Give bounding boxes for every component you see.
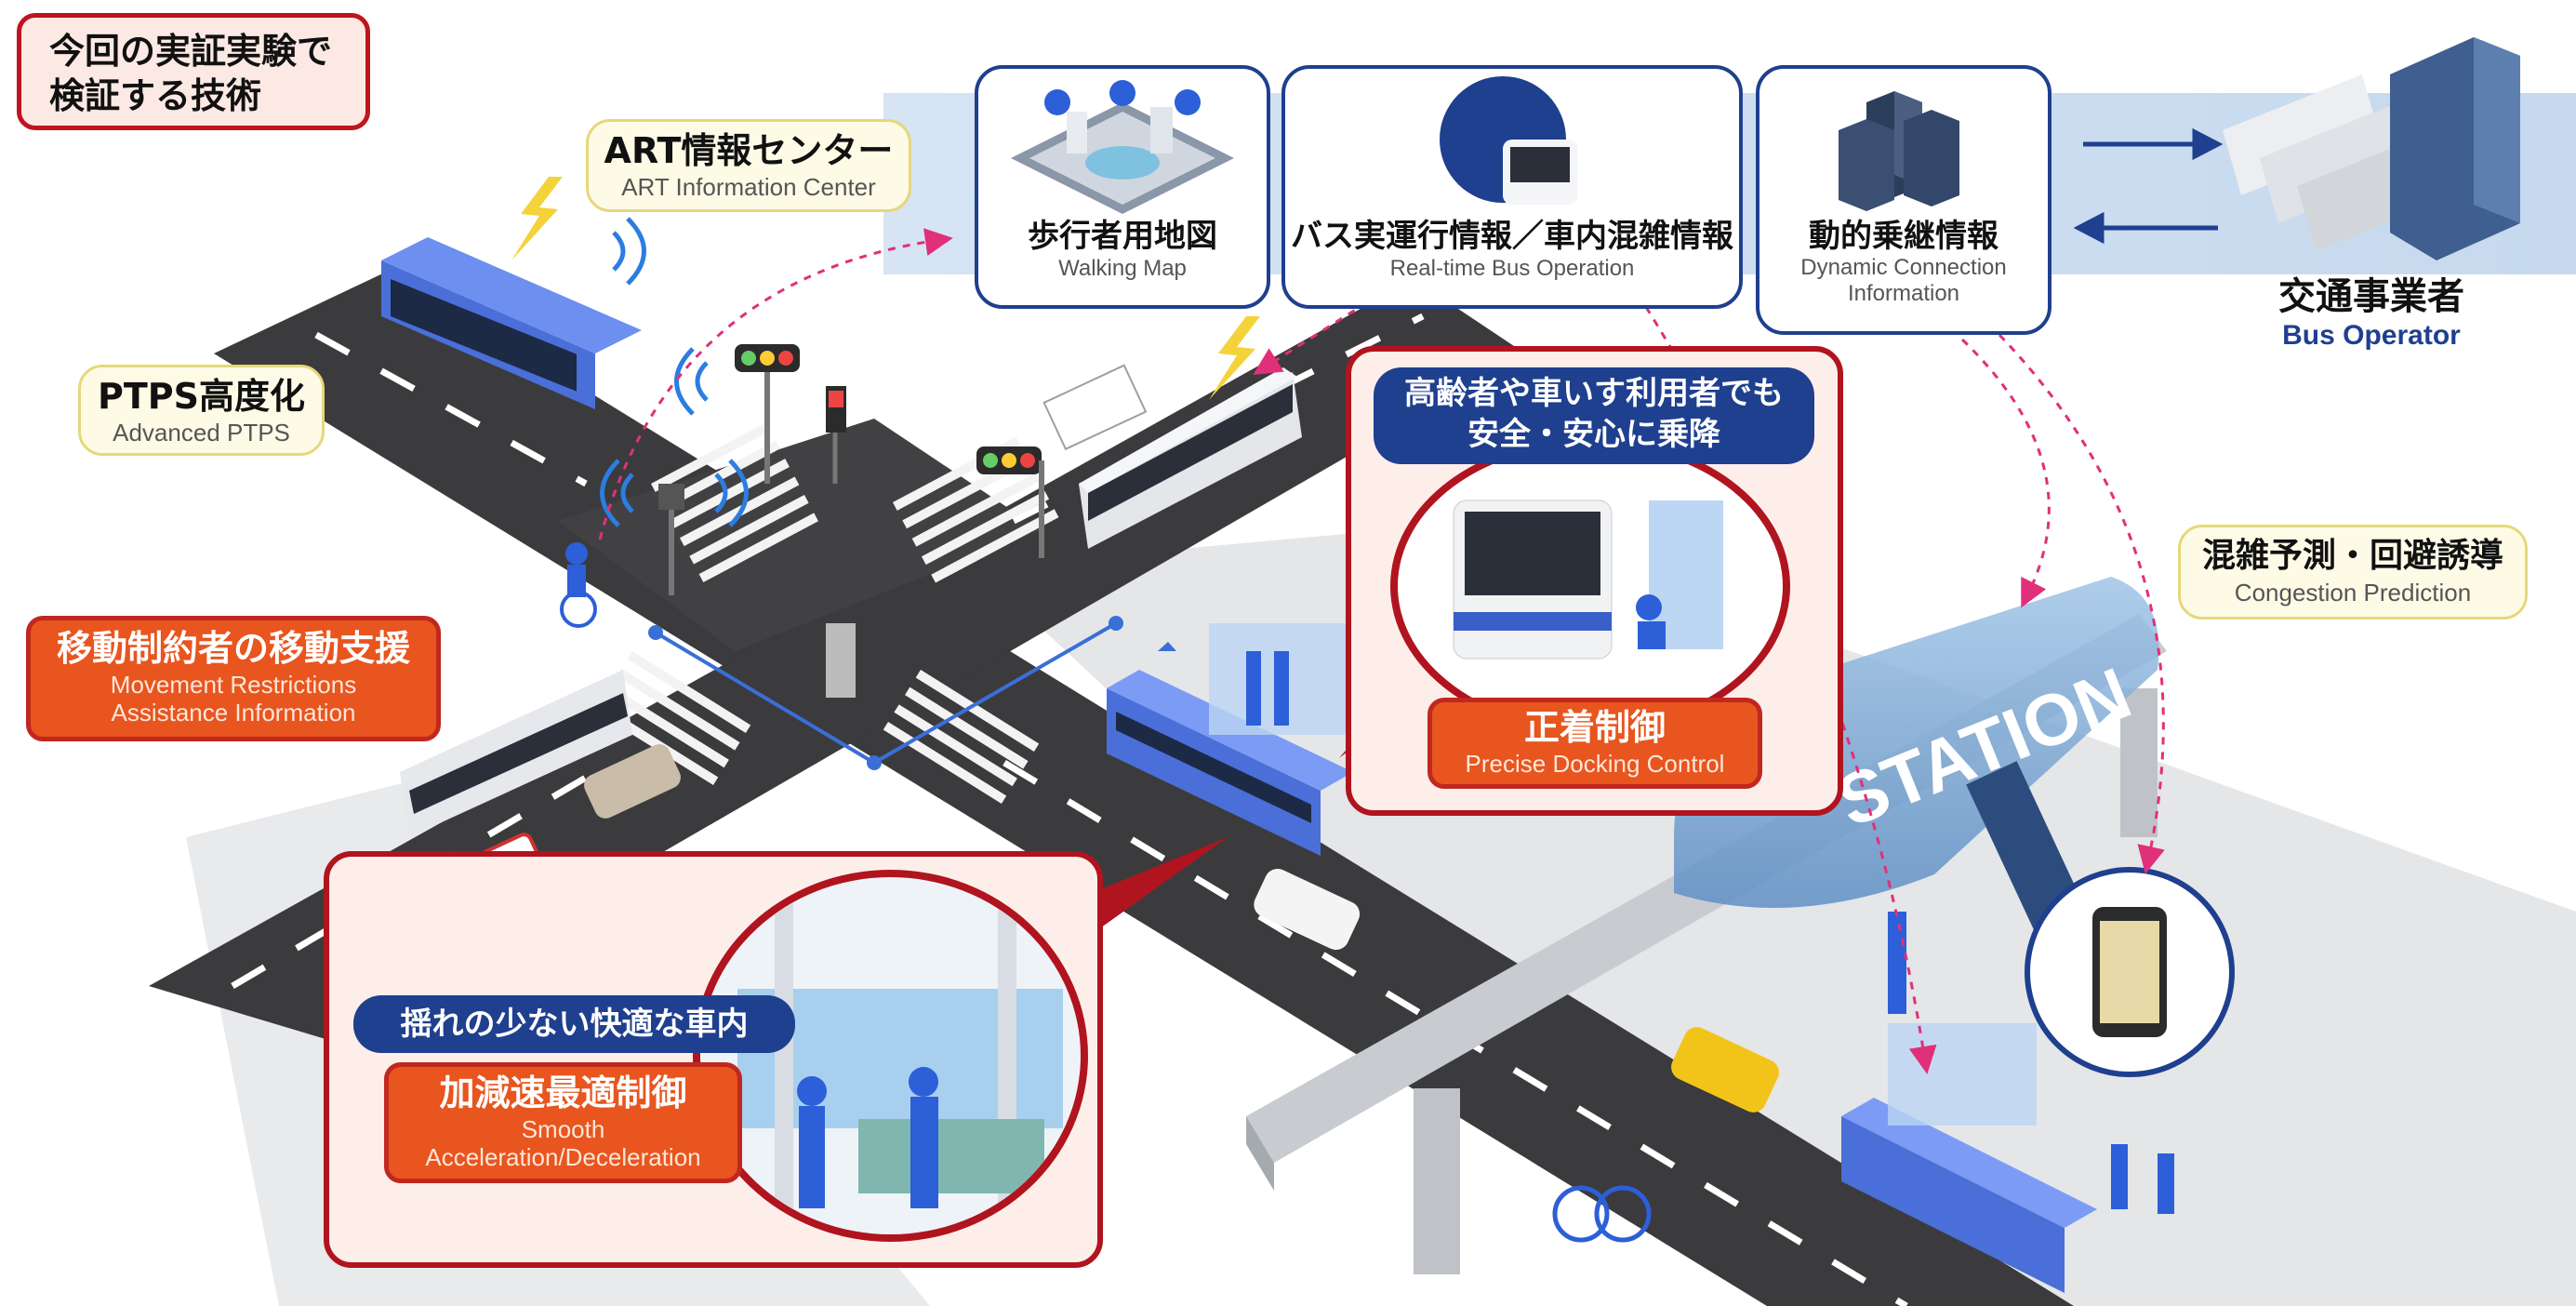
- comfortable-ride-banner: 揺れの少ない快適な車内: [353, 995, 795, 1053]
- wheelchair-user: [560, 542, 597, 628]
- guide-node: [1109, 616, 1123, 631]
- art-center-jp: ART情報センター: [604, 130, 894, 171]
- dynamic-connection-card: 動的乗継情報 Dynamic Connection Information: [1756, 65, 2052, 335]
- bus-operator-en: Bus Operator: [2282, 320, 2461, 351]
- verification-tech-line2: 検証する技術: [49, 75, 262, 116]
- precise-docking-label: 正着制御 Precise Docking Control: [1427, 698, 1762, 789]
- safe-boarding-banner: 高齢者や車いす利用者でも 安全・安心に乗降: [1374, 367, 1814, 464]
- pillar: [2120, 688, 2158, 837]
- bus-operation-en: Real-time Bus Operation: [1389, 256, 1635, 281]
- guide-arrow: [1158, 642, 1176, 651]
- operator-arrows: [2073, 127, 2224, 245]
- art-center-en: ART Information Center: [621, 173, 876, 201]
- walking-person: [2158, 1153, 2174, 1214]
- guide-node: [648, 625, 663, 640]
- smooth-accel-en2: Acceleration/Deceleration: [425, 1143, 701, 1171]
- bus-top-left: [381, 237, 642, 409]
- station-tube: [1674, 577, 2159, 908]
- bus-bottom-right: [1841, 1098, 2097, 1293]
- operator-building: [2390, 37, 2520, 260]
- bus-interior-illustration: [737, 896, 1063, 1231]
- dynamic-connection-en1: Dynamic Connection: [1800, 255, 2007, 280]
- safe-boarding-line2: 安全・安心に乗降: [1467, 416, 1720, 453]
- guideway-side: [1246, 1116, 1274, 1191]
- docking-circle: [1390, 437, 1790, 735]
- taxi: [1671, 1027, 1779, 1113]
- bus-left: [400, 670, 632, 837]
- mobility-support-label: 移動制約者の移動支援 Movement Restrictions Assista…: [26, 616, 441, 741]
- traffic-light: [735, 344, 800, 484]
- ptps-jp: PTPS高度化: [98, 376, 305, 417]
- smooth-pointer: [1069, 837, 1228, 930]
- bus-upper-middle: [1079, 367, 1302, 549]
- mobility-support-en2: Assistance Information: [111, 699, 356, 726]
- bus-interior-circle: [693, 870, 1088, 1242]
- bus-stop-shelter: [1888, 1023, 2037, 1126]
- mobility-support-jp: 移動制約者の移動支援: [56, 628, 410, 669]
- car-white: [1254, 868, 1361, 951]
- signal-waves: [600, 217, 749, 527]
- signal-controller: [826, 623, 856, 698]
- pedestrian-figure: [1888, 912, 1906, 1014]
- dynamic-connection-en2: Information: [1847, 281, 1960, 306]
- lightning-bolt: [511, 177, 563, 260]
- intersection: [558, 419, 1042, 651]
- smooth-accel-label: 加減速最適制御 Smooth Acceleration/Deceleration: [384, 1062, 742, 1183]
- pillar: [1414, 1088, 1460, 1274]
- verification-tech-box: 今回の実証実験で 検証する技術: [17, 13, 370, 130]
- art-center-label: ART情報センター ART Information Center: [586, 119, 911, 212]
- bus-operation-card: バス実運行情報／車内混雑情報 Real-time Bus Operation: [1281, 65, 1743, 309]
- guide-node: [867, 755, 882, 770]
- lightning-bolt: [1209, 316, 1260, 400]
- cyclist: [1594, 1185, 1652, 1243]
- mobility-support-en1: Movement Restrictions: [110, 671, 357, 699]
- verification-tech-line1: 今回の実証実験で: [49, 31, 333, 72]
- congestion-jp: 混雑予測・回避誘導: [2201, 537, 2503, 575]
- safe-boarding-line1: 高齢者や車いす利用者でも: [1404, 375, 1784, 412]
- car-beige: [584, 744, 681, 819]
- bus-operator-jp: 交通事業者: [2278, 275, 2464, 318]
- walking-map-icon: [1011, 80, 1234, 214]
- ptps-label: PTPS高度化 Advanced PTPS: [78, 365, 325, 456]
- smooth-accel-jp: 加減速最適制御: [439, 1073, 687, 1113]
- bus-operation-jp: バス実運行情報／車内混雑情報: [1291, 218, 1733, 255]
- server-icon: [1839, 91, 1959, 211]
- precise-docking-en: Precise Docking Control: [1465, 750, 1725, 778]
- docking-bus-illustration: [1453, 500, 1723, 660]
- walking-map-card: 歩行者用地図 Walking Map: [975, 65, 1270, 309]
- congestion-label: 混雑予測・回避誘導 Congestion Prediction: [2178, 525, 2528, 620]
- traffic-light: [976, 446, 1044, 558]
- roadside-sensor: [658, 484, 684, 595]
- congestion-en: Congestion Prediction: [2234, 579, 2472, 606]
- walking-map-jp: 歩行者用地図: [1028, 218, 1217, 255]
- pedestrian-signal: [826, 386, 846, 484]
- walking-map-en: Walking Map: [1058, 256, 1187, 281]
- walking-person: [2111, 1144, 2128, 1209]
- bus-operator-label: 交通事業者 Bus Operator: [2232, 274, 2511, 353]
- dynamic-connection-jp: 動的乗継情報: [1809, 218, 1998, 255]
- bus-data-icon: [1440, 76, 1577, 205]
- truck: [1042, 364, 1148, 451]
- cyclist: [1552, 1185, 1610, 1243]
- ptps-en: Advanced PTPS: [113, 419, 290, 446]
- bus-stop-shelter: [1209, 623, 1358, 735]
- smooth-accel-en1: Smooth: [521, 1115, 605, 1143]
- comfortable-ride-jp: 揺れの少ない快適な車内: [400, 1006, 749, 1043]
- smartphone-callout: [2025, 867, 2235, 1077]
- precise-docking-jp: 正着制御: [1523, 707, 1666, 748]
